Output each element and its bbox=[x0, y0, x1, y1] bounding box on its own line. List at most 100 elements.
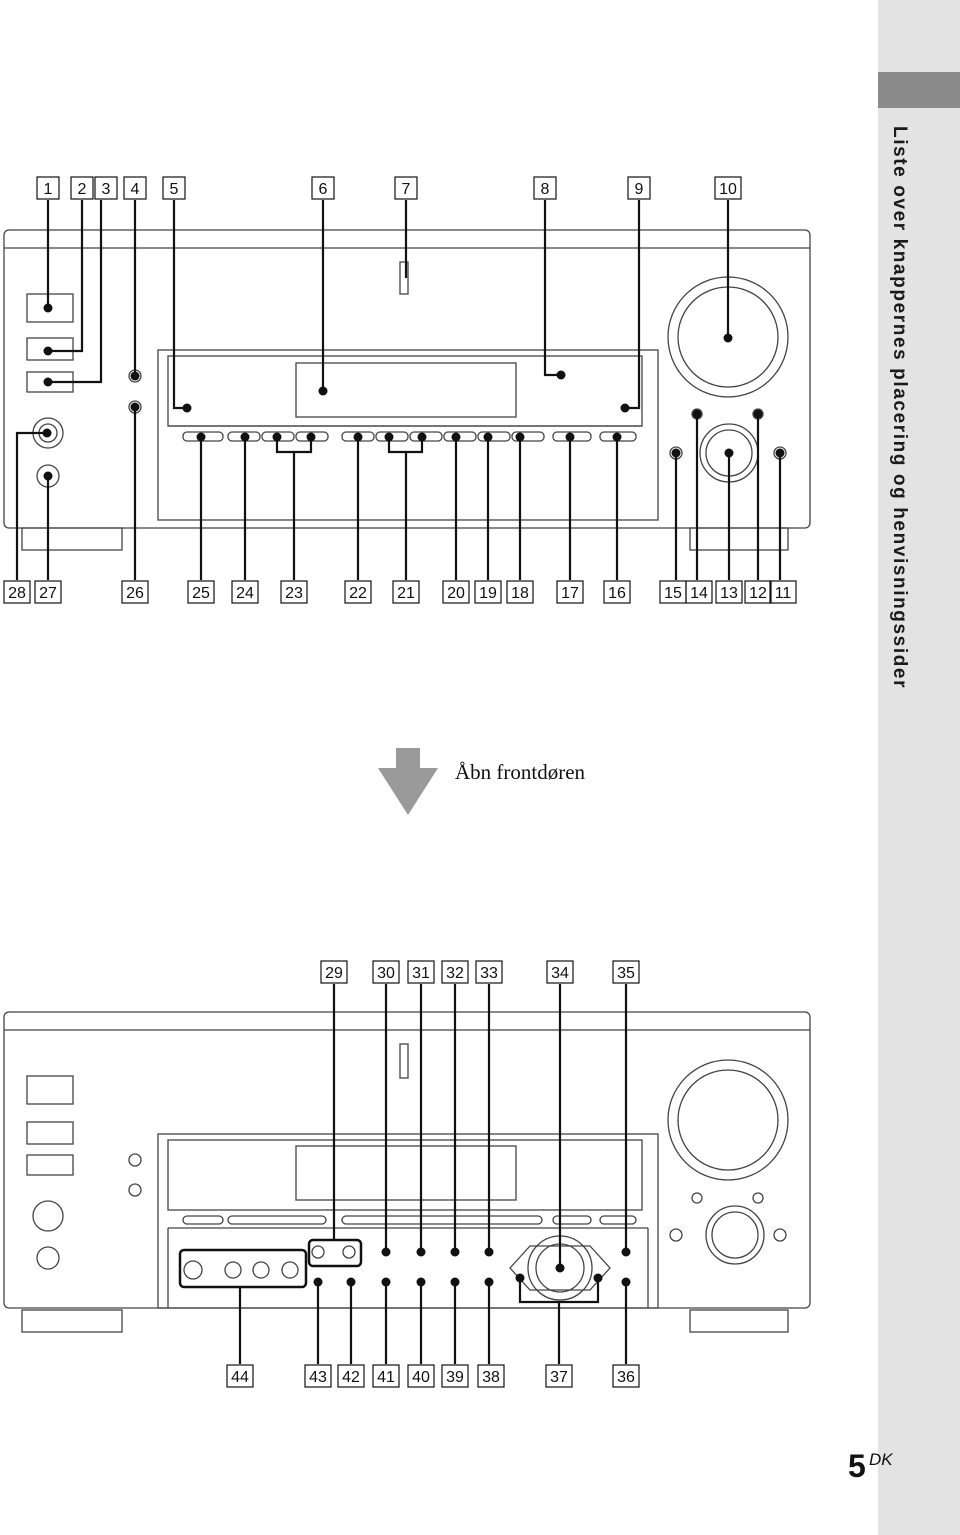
callout-40: 40 bbox=[407, 1364, 435, 1388]
svg-text:10: 10 bbox=[719, 181, 737, 198]
callout-8: 8 bbox=[533, 176, 557, 200]
leader-dots-bottom bbox=[313, 1247, 631, 1287]
svg-text:37: 37 bbox=[550, 1369, 568, 1386]
svg-text:32: 32 bbox=[446, 965, 464, 982]
svg-text:38: 38 bbox=[482, 1369, 500, 1386]
callout-22: 22 bbox=[344, 580, 372, 604]
callout-38: 38 bbox=[477, 1364, 505, 1388]
open-door-caption: Åbn frontdøren bbox=[455, 760, 586, 784]
callout-32: 32 bbox=[441, 960, 469, 984]
callouts: 1 2 3 4 5 6 7 8 9 10 28 27 26 25 24 23 2… bbox=[3, 176, 797, 1388]
svg-text:5: 5 bbox=[170, 181, 179, 198]
callout-30: 30 bbox=[372, 960, 400, 984]
callout-9: 9 bbox=[627, 176, 651, 200]
callout-5: 5 bbox=[162, 176, 186, 200]
svg-text:12: 12 bbox=[749, 585, 767, 602]
svg-text:30: 30 bbox=[377, 965, 395, 982]
svg-text:41: 41 bbox=[377, 1369, 395, 1386]
callout-44: 44 bbox=[226, 1364, 254, 1388]
callout-6: 6 bbox=[311, 176, 335, 200]
callout-26: 26 bbox=[121, 580, 149, 604]
bottom-brackets bbox=[178, 1238, 363, 1289]
svg-text:7: 7 bbox=[402, 181, 411, 198]
callout-15: 15 bbox=[659, 580, 687, 604]
callout-35: 35 bbox=[612, 960, 640, 984]
svg-text:3: 3 bbox=[102, 181, 111, 198]
callout-36: 36 bbox=[612, 1364, 640, 1388]
callout-7: 7 bbox=[394, 176, 418, 200]
sidebar-tab-marker bbox=[878, 72, 960, 108]
svg-text:28: 28 bbox=[8, 585, 26, 602]
callout-34: 34 bbox=[546, 960, 574, 984]
svg-text:43: 43 bbox=[309, 1369, 327, 1386]
svg-text:40: 40 bbox=[412, 1369, 430, 1386]
svg-text:15: 15 bbox=[664, 585, 682, 602]
sidebar-title: Liste over knappernes placering og henvi… bbox=[889, 126, 910, 690]
svg-text:2: 2 bbox=[78, 181, 87, 198]
svg-text:11: 11 bbox=[775, 585, 792, 602]
svg-text:27: 27 bbox=[39, 585, 57, 602]
callout-28: 28 bbox=[3, 580, 31, 604]
svg-text:24: 24 bbox=[236, 585, 254, 602]
callout-4: 4 bbox=[123, 176, 147, 200]
svg-text:13: 13 bbox=[720, 585, 738, 602]
receiver-bottom-illustration bbox=[3, 1011, 811, 1333]
callout-17: 17 bbox=[556, 580, 584, 604]
callout-1: 1 bbox=[36, 176, 60, 200]
svg-text:23: 23 bbox=[285, 585, 303, 602]
svg-text:42: 42 bbox=[342, 1369, 360, 1386]
callout-14: 14 bbox=[685, 580, 713, 604]
callout-21: 21 bbox=[392, 580, 420, 604]
sidebar-panel bbox=[878, 0, 960, 1535]
leader-lines-top bbox=[15, 200, 782, 580]
svg-text:44: 44 bbox=[231, 1369, 249, 1386]
svg-text:20: 20 bbox=[447, 585, 465, 602]
svg-text:21: 21 bbox=[397, 585, 415, 602]
callout-31: 31 bbox=[407, 960, 435, 984]
callout-3: 3 bbox=[94, 176, 118, 200]
svg-text:16: 16 bbox=[608, 585, 626, 602]
callout-11: 11 bbox=[769, 580, 797, 604]
svg-text:36: 36 bbox=[617, 1369, 635, 1386]
leader-lines-bottom bbox=[238, 984, 628, 1364]
callout-41: 41 bbox=[372, 1364, 400, 1388]
svg-text:18: 18 bbox=[511, 585, 529, 602]
callout-42: 42 bbox=[337, 1364, 365, 1388]
svg-text:25: 25 bbox=[192, 585, 210, 602]
svg-text:22: 22 bbox=[349, 585, 367, 602]
callout-2: 2 bbox=[70, 176, 94, 200]
callout-23: 23 bbox=[280, 580, 308, 604]
svg-text:6: 6 bbox=[319, 181, 328, 198]
svg-text:33: 33 bbox=[480, 965, 498, 982]
arrow-down-icon bbox=[378, 748, 438, 815]
callout-20: 20 bbox=[442, 580, 470, 604]
callout-39: 39 bbox=[441, 1364, 469, 1388]
callout-10: 10 bbox=[714, 176, 742, 200]
callout-19: 19 bbox=[474, 580, 502, 604]
svg-text:31: 31 bbox=[412, 965, 430, 982]
svg-text:29: 29 bbox=[325, 965, 343, 982]
callout-16: 16 bbox=[603, 580, 631, 604]
callout-12: 12 bbox=[744, 580, 772, 604]
callout-25: 25 bbox=[187, 580, 215, 604]
callout-33: 33 bbox=[475, 960, 503, 984]
svg-text:8: 8 bbox=[541, 181, 550, 198]
svg-text:26: 26 bbox=[126, 585, 144, 602]
callout-18: 18 bbox=[506, 580, 534, 604]
svg-text:1: 1 bbox=[44, 181, 53, 198]
callout-29: 29 bbox=[320, 960, 348, 984]
callout-13: 13 bbox=[715, 580, 743, 604]
svg-text:19: 19 bbox=[479, 585, 497, 602]
svg-text:17: 17 bbox=[561, 585, 579, 602]
svg-text:14: 14 bbox=[690, 585, 708, 602]
svg-text:4: 4 bbox=[131, 181, 140, 198]
page-number-suffix: DK bbox=[869, 1450, 893, 1469]
callout-37: 37 bbox=[545, 1364, 573, 1388]
svg-text:34: 34 bbox=[551, 965, 569, 982]
svg-text:9: 9 bbox=[635, 181, 644, 198]
leader-dots-top bbox=[42, 303, 785, 481]
svg-text:39: 39 bbox=[446, 1369, 464, 1386]
receiver-diagram: 1 2 3 4 5 6 7 8 9 10 28 27 26 25 24 23 2… bbox=[3, 176, 811, 1388]
callout-43: 43 bbox=[304, 1364, 332, 1388]
callout-27: 27 bbox=[34, 580, 62, 604]
